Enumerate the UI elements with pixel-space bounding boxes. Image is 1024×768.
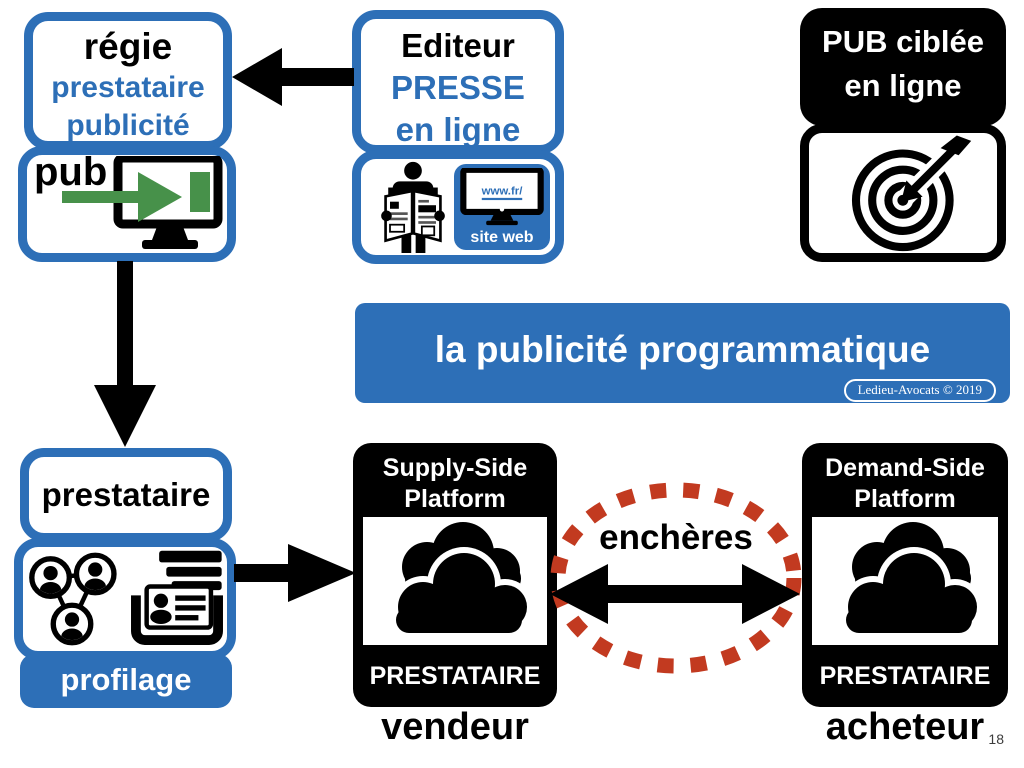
ssp-title-line2: Platform — [404, 485, 506, 513]
clouds-icon — [840, 522, 983, 639]
arrow-right-icon — [234, 544, 356, 602]
banner-credit: Ledieu-Avocats © 2019 — [843, 379, 996, 402]
profilage-icons-box — [14, 538, 236, 660]
monitor-ad-icon — [62, 156, 223, 249]
arrow-down-icon — [94, 261, 156, 447]
pub-ciblee-line1: PUB ciblée — [822, 24, 984, 59]
dsp-title-line2: Platform — [854, 485, 956, 513]
ssp-cloud-panel — [363, 517, 547, 645]
prestataire-box: prestataire — [20, 448, 232, 542]
banner: la publicité programmatique Ledieu-Avoca… — [355, 303, 1010, 403]
target-box — [800, 124, 1006, 262]
ssp-box: Supply-Side Platform PRESTATAIRE — [353, 443, 557, 707]
regie-title: régie — [83, 26, 173, 67]
siteweb-caption: site web — [470, 229, 534, 246]
regie-box: régie prestataire publicité — [24, 12, 232, 150]
regie-subtitle-1: prestataire — [51, 71, 205, 104]
profilage-label: profilage — [60, 662, 192, 697]
vendeur-caption: vendeur — [381, 706, 529, 748]
pub-label: pub — [34, 150, 108, 194]
siteweb-url: www.fr/ — [481, 185, 524, 197]
profilage-bar: profilage — [20, 654, 232, 708]
newspaper-reader-icon — [381, 161, 445, 253]
double-arrow-icon — [550, 564, 800, 624]
banner-title: la publicité programmatique — [434, 329, 931, 370]
acheteur-caption: acheteur — [825, 706, 985, 748]
network-profiles-icon — [29, 552, 117, 646]
dsp-footer: PRESTATAIRE — [819, 662, 991, 690]
dsp-cloud-panel — [812, 517, 998, 645]
auction-ellipse — [550, 482, 802, 674]
page-number: 18 — [988, 731, 1004, 747]
editeur-subtitle-2: en ligne — [395, 111, 521, 148]
arrow-left-icon — [232, 48, 354, 106]
siteweb-panel: www.fr/ site web — [454, 164, 550, 250]
ssp-footer: PRESTATAIRE — [369, 662, 541, 690]
target-icon — [851, 135, 972, 252]
pub-ciblee-line2: en ligne — [844, 68, 962, 103]
regie-subtitle-2: publicité — [66, 109, 190, 142]
contact-cards-icon — [131, 550, 223, 645]
clouds-icon — [390, 522, 533, 639]
dsp-box: Demand-Side Platform PRESTATAIRE — [802, 443, 1008, 707]
editeur-title: Editeur — [401, 27, 515, 64]
prestataire-title: prestataire — [41, 476, 211, 513]
pub-ciblee-box: PUB ciblée en ligne — [800, 8, 1006, 126]
dsp-title-line1: Demand-Side — [825, 454, 985, 482]
auction-label: enchères — [599, 518, 753, 557]
ssp-title-line1: Supply-Side — [382, 454, 528, 482]
editeur-subtitle-1: PRESSE — [391, 69, 525, 106]
editeur-icons-box: www.fr/ site web — [352, 150, 564, 264]
website-monitor-icon: www.fr/ — [460, 168, 544, 226]
editeur-box: Editeur PRESSE en ligne — [352, 10, 564, 154]
